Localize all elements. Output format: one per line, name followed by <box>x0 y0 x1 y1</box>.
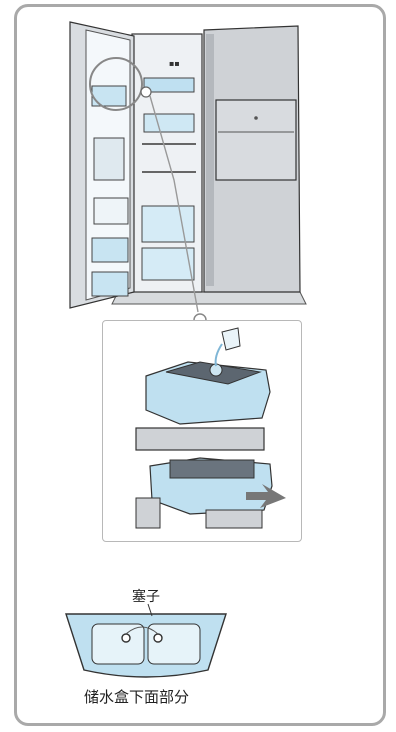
tank-bottom-label: 储水盒下面部分 <box>84 686 189 707</box>
plug-icon <box>122 634 130 642</box>
plug-label: 塞子 <box>132 586 160 606</box>
plug-icon <box>154 634 162 642</box>
tank-bottom <box>66 614 226 677</box>
